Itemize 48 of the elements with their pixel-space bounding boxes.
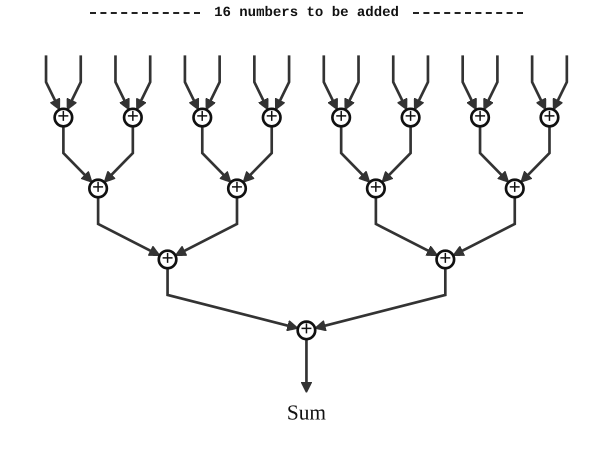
arrow [206,55,222,110]
arrow [452,197,516,256]
node-circle: + [88,178,108,199]
arrow [300,339,312,394]
arrow [414,55,430,110]
arrow [530,55,546,110]
node-circle: + [400,107,421,128]
arrow [174,197,238,256]
node-circle: + [366,178,386,199]
arrow [382,126,412,183]
node-circle: + [470,107,490,128]
arrow [392,55,408,110]
arrow [314,268,447,332]
node-circle: + [262,107,282,128]
node-circle: + [504,178,525,199]
node-circle: + [192,107,212,128]
node-circle: + [296,320,317,340]
arrow [242,126,274,183]
arrow [344,55,360,110]
arrow [66,55,82,110]
arrow [322,55,338,110]
title: 16 numbers to be added [214,5,399,21]
node-text: Sum [286,402,326,425]
arrow [253,55,269,110]
arrow [104,126,134,183]
node-circle: + [331,107,352,128]
arrow [62,126,93,183]
arrow [483,55,499,110]
arrow [166,268,299,332]
arrow [478,126,510,183]
arrow [44,55,60,110]
node-circle: + [158,249,178,270]
node-circle: + [435,249,456,270]
arrow [275,55,290,110]
arrow [520,126,551,183]
arrow [374,197,438,256]
node-circle: + [539,107,560,128]
node-circle: + [122,107,143,128]
arrow [461,55,477,110]
arrow [184,55,200,110]
arrow [552,55,568,110]
arrow [136,55,152,110]
arrow [96,197,160,256]
node-circle: + [53,107,74,128]
node-circle: + [226,178,248,199]
arrow [340,126,370,183]
arrow [114,55,130,110]
arrow [201,126,232,183]
